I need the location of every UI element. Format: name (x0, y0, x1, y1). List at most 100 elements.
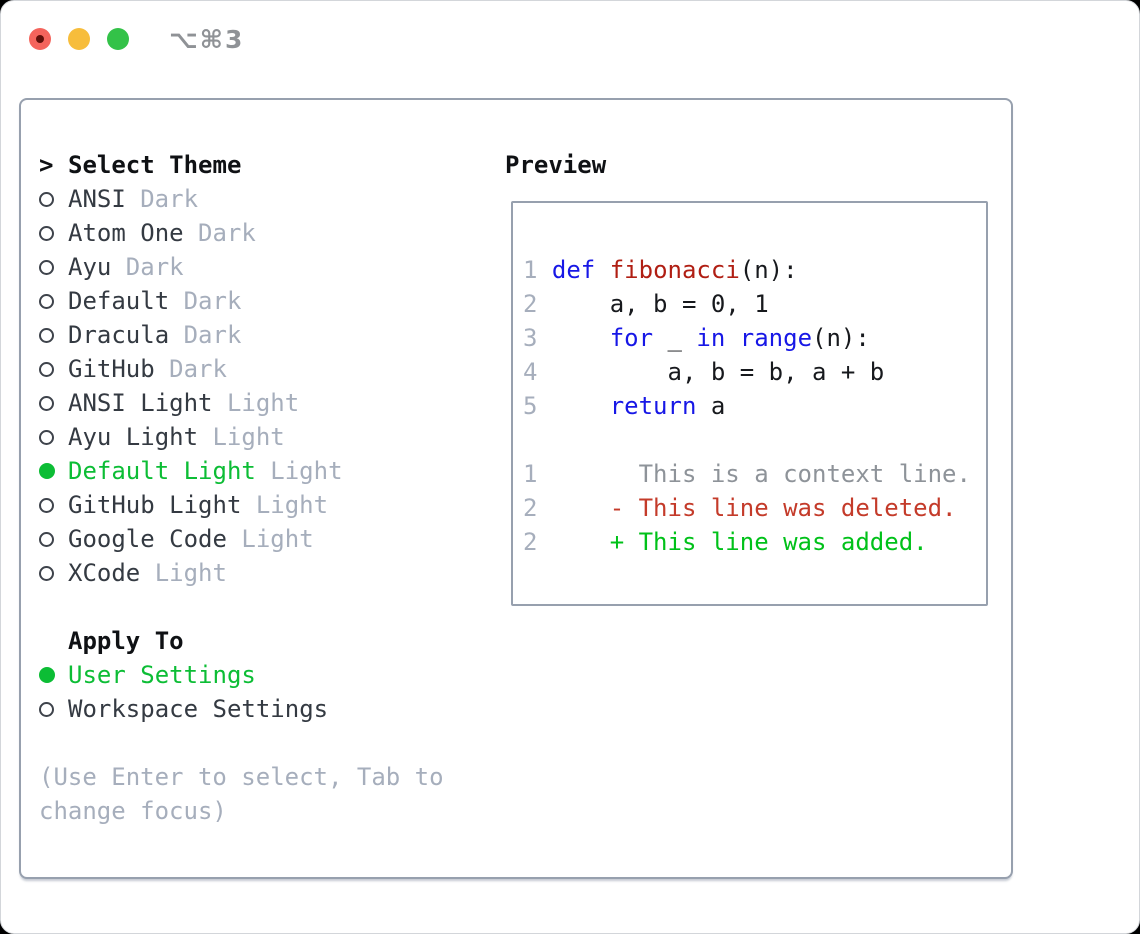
code-token (725, 324, 739, 352)
apply-to-option[interactable]: Workspace Settings (39, 692, 489, 726)
focus-caret: > (39, 148, 68, 182)
line-number: 4 (523, 358, 552, 386)
radio-icon (39, 293, 54, 309)
apply-to-title: Apply To (68, 627, 184, 655)
spacer (39, 726, 489, 760)
code-token: fibonacci (609, 256, 740, 284)
theme-option[interactable]: ANSI Dark (39, 182, 489, 216)
theme-name: Ayu Light (68, 423, 199, 451)
code-token: This is a context line. (551, 460, 971, 488)
theme-variant-badge: Light (241, 525, 314, 553)
code-token: for (609, 324, 654, 352)
radio-icon (39, 565, 54, 581)
caret-icon: > (39, 151, 54, 179)
minimize-button[interactable] (68, 28, 90, 50)
theme-name: Default Light (68, 457, 256, 485)
theme-name: Default (68, 287, 170, 315)
radio-icon (39, 361, 54, 377)
code-token: _ (653, 324, 697, 352)
theme-list-title: Select Theme (68, 151, 242, 179)
theme-name: Dracula (68, 321, 170, 349)
code-token: (n): (812, 324, 870, 352)
zoom-button[interactable] (107, 28, 129, 50)
code-token: a (696, 392, 726, 420)
code-line: 1 def fibonacci(n): (523, 253, 986, 287)
theme-variant-badge: Dark (140, 185, 199, 213)
code-token: a, b = b, a + b (551, 358, 885, 386)
apply-to-header: Apply To (39, 624, 489, 658)
theme-name: Google Code (68, 525, 227, 553)
code-token: return (609, 392, 697, 420)
code-token (552, 392, 610, 420)
theme-option[interactable]: XCode Light (39, 556, 489, 590)
radio-selected-icon (39, 667, 55, 683)
line-number: 2 (523, 290, 552, 318)
preview-heading: Preview (505, 151, 607, 179)
code-line: 2 - This line was deleted. (523, 491, 986, 525)
code-line: 1 This is a context line. (523, 457, 986, 491)
code-token: (n): (739, 256, 798, 284)
radio-icon (39, 191, 54, 207)
theme-option[interactable]: Ayu Light Light (39, 420, 489, 454)
code-token: range (739, 324, 813, 352)
code-line: 2 + This line was added. (523, 525, 986, 559)
radio-icon (39, 259, 54, 275)
code-token (595, 256, 609, 284)
theme-variant-badge: Dark (125, 253, 184, 281)
code-token: in (696, 324, 726, 352)
theme-variant-badge: Light (212, 423, 285, 451)
theme-option[interactable]: Default Dark (39, 284, 489, 318)
radio-icon (39, 531, 54, 547)
line-number: 1 (523, 256, 552, 284)
theme-variant-badge: Light (226, 389, 300, 417)
theme-variant-badge: Dark (169, 355, 227, 383)
theme-name: ANSI Light (68, 389, 213, 417)
theme-variant-badge: Light (154, 559, 227, 587)
theme-option[interactable]: GitHub Dark (39, 352, 489, 386)
titlebar: ⌥⌘3 (29, 25, 244, 54)
theme-option[interactable]: Dracula Dark (39, 318, 489, 352)
apply-to-option-label: Workspace Settings (68, 695, 329, 723)
radio-icon (39, 395, 54, 411)
theme-name: ANSI (68, 185, 126, 213)
theme-name: XCode (68, 559, 141, 587)
line-number: 1 (523, 460, 552, 488)
code-token: def (551, 256, 596, 284)
spacer (39, 590, 489, 624)
code-token (552, 324, 610, 352)
help-text: (Use Enter to select, Tab to change focu… (39, 763, 444, 825)
code-line: 3 for _ in range(n): (523, 321, 986, 355)
theme-variant-badge: Light (255, 491, 329, 519)
apply-to-option[interactable]: User Settings (39, 658, 489, 692)
theme-variant-badge: Dark (183, 287, 242, 315)
theme-option[interactable]: Google Code Light (39, 522, 489, 556)
radio-icon (39, 225, 54, 241)
code-token: + This line was added. (551, 528, 928, 556)
code-line: 4 a, b = b, a + b (523, 355, 986, 389)
window-title: ⌥⌘3 (169, 24, 245, 54)
theme-list-header: > Select Theme (39, 148, 489, 182)
code-blank-line (523, 423, 986, 457)
theme-variant-badge: Dark (198, 219, 256, 247)
theme-option[interactable]: ANSI Light Light (39, 386, 489, 420)
line-number: 2 (523, 528, 552, 556)
code-line: 2 a, b = 0, 1 (523, 287, 986, 321)
theme-name: GitHub (68, 355, 155, 383)
line-number: 2 (523, 494, 552, 522)
radio-icon (39, 327, 54, 343)
line-number: 3 (523, 324, 552, 352)
code-token: - This line was deleted. (551, 494, 957, 522)
radio-icon (39, 701, 54, 717)
theme-variant-badge: Dark (183, 321, 242, 349)
close-button[interactable] (29, 28, 51, 50)
code-token: a, b = 0, 1 (551, 290, 769, 318)
radio-icon (39, 497, 54, 513)
